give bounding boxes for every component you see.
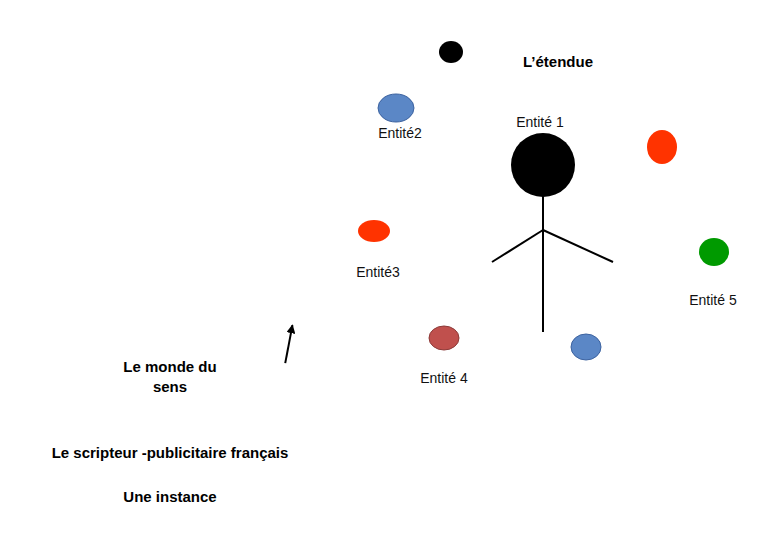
entity-label: Entité 5 — [689, 292, 736, 308]
entity-label: Entité2 — [378, 125, 422, 141]
instance-ellipse: Le monde du sens Le scripteur -publicitai… — [7, 333, 333, 539]
text-holder: Le scripteur -publicitaire français — [50, 443, 290, 463]
entity-dot — [378, 94, 414, 122]
text-holder: Une instance — [85, 487, 255, 507]
entity-label: Entité3 — [356, 264, 400, 280]
label-holder: Entité 1 — [516, 114, 563, 130]
entity-dot — [571, 334, 601, 360]
entity-dot — [429, 326, 459, 350]
text-holder: Le monde du sens — [120, 357, 220, 398]
instance-text: Le monde du sens — [120, 357, 220, 398]
entity-label: Entité 4 — [420, 370, 467, 386]
label-holder: Entité 5 — [689, 292, 736, 308]
entity-dot — [512, 387, 550, 413]
label-holder: Entité2 — [378, 125, 422, 141]
region-title: L’étendue — [488, 52, 628, 72]
arrow-connector — [285, 325, 292, 363]
entity-dot — [358, 220, 390, 242]
entity-dot — [699, 238, 729, 266]
instance-text: Le scripteur -publicitaire français — [50, 443, 290, 463]
entity-dot — [647, 130, 677, 164]
stick-figure — [492, 133, 613, 332]
instance-text: Une instance — [85, 487, 255, 507]
text-holder: L’étendue — [488, 52, 628, 72]
entity-label: Entité 1 — [516, 114, 563, 130]
label-holder: Entité3 — [356, 264, 400, 280]
entity-dot — [439, 41, 463, 63]
label-holder: Entité 4 — [420, 370, 467, 386]
